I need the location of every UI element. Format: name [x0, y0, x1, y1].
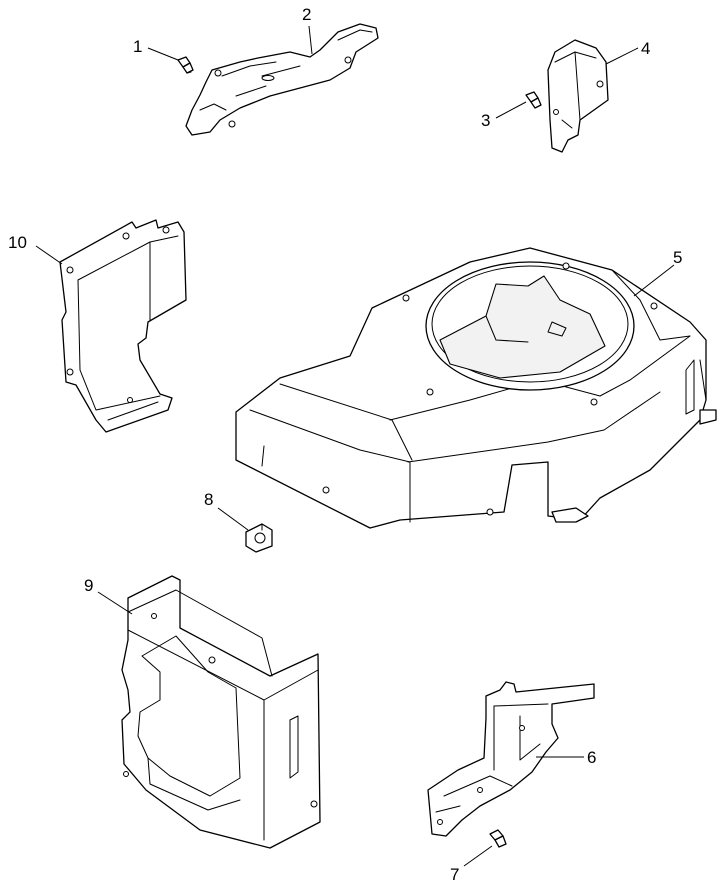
- part-8-grommet: [245, 523, 273, 553]
- part-7-bolt: [489, 829, 507, 848]
- leader-10: [35, 245, 63, 265]
- callout-10: 10: [8, 233, 27, 252]
- part-4-cover: [547, 39, 609, 153]
- leader-3: [495, 101, 527, 119]
- callout-5: 5: [673, 248, 682, 267]
- callout-7: 7: [450, 865, 459, 884]
- leader-8: [217, 507, 249, 531]
- leader-7: [463, 845, 493, 867]
- part-10-shield: [59, 219, 187, 433]
- callout-3: 3: [481, 111, 490, 130]
- callout-1: 1: [133, 37, 142, 56]
- callout-4: 4: [641, 39, 650, 58]
- leader-9: [97, 591, 133, 615]
- leader-lines: [35, 25, 675, 867]
- part-2-bracket: [185, 23, 379, 136]
- leader-4: [605, 47, 639, 65]
- callout-9: 9: [84, 576, 93, 595]
- callout-6: 6: [587, 748, 596, 767]
- callout-numbers: 1 2 3 4 5 6 7 8 9 10: [8, 5, 682, 884]
- part-1-bolt: [177, 56, 194, 74]
- leader-2: [308, 25, 313, 55]
- part-5-blower-housing: [235, 247, 717, 529]
- part-3-bolt: [525, 91, 542, 109]
- part-9-lower-housing: [121, 575, 321, 849]
- callout-2: 2: [302, 5, 311, 24]
- part-6-bracket: [427, 681, 595, 837]
- leader-1: [147, 47, 179, 61]
- callout-8: 8: [204, 490, 213, 509]
- leader-5: [633, 264, 675, 297]
